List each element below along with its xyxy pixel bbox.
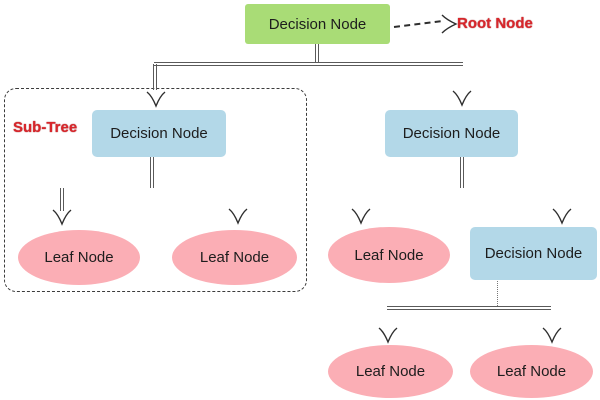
arrowhead-down-icon xyxy=(145,90,167,108)
left-decision-node: Decision Node xyxy=(92,110,226,157)
connector-right-decision-drop xyxy=(460,157,464,188)
bottom-leaf-node-2: Leaf Node xyxy=(470,345,593,398)
arrowhead-right-icon xyxy=(440,13,458,35)
left-leaf-node-2: Leaf Node xyxy=(172,230,297,285)
subtree-label: Sub-Tree xyxy=(13,119,78,136)
connector-subdecision-drop xyxy=(497,281,498,306)
root-node-annotation: Root Node xyxy=(457,15,533,32)
root-annotation-dashed-line xyxy=(393,20,441,28)
arrowhead-down-icon xyxy=(227,207,249,225)
arrowhead-down-icon xyxy=(51,208,73,226)
connector-left-leaf1-shaft xyxy=(60,188,64,211)
right-leaf-node: Leaf Node xyxy=(328,227,450,283)
connector-root-drop xyxy=(315,44,319,63)
left-leaf-node-1: Leaf Node xyxy=(18,230,140,285)
arrowhead-down-icon xyxy=(451,89,473,107)
connector-root-split xyxy=(154,62,463,66)
arrowhead-down-icon xyxy=(541,326,563,344)
bottom-leaf-node-1: Leaf Node xyxy=(328,345,453,398)
connector-left-branch-drop xyxy=(153,64,157,90)
arrowhead-down-icon xyxy=(377,326,399,344)
arrowhead-down-icon xyxy=(350,207,372,225)
root-decision-node: Decision Node xyxy=(245,4,390,44)
connector-bottom-split xyxy=(387,306,551,310)
right-decision-node: Decision Node xyxy=(385,110,518,157)
connector-left-decision-drop xyxy=(150,157,154,188)
right-sub-decision-node: Decision Node xyxy=(470,227,597,280)
subtree-boundary-box xyxy=(4,88,307,292)
arrowhead-down-icon xyxy=(551,207,573,225)
